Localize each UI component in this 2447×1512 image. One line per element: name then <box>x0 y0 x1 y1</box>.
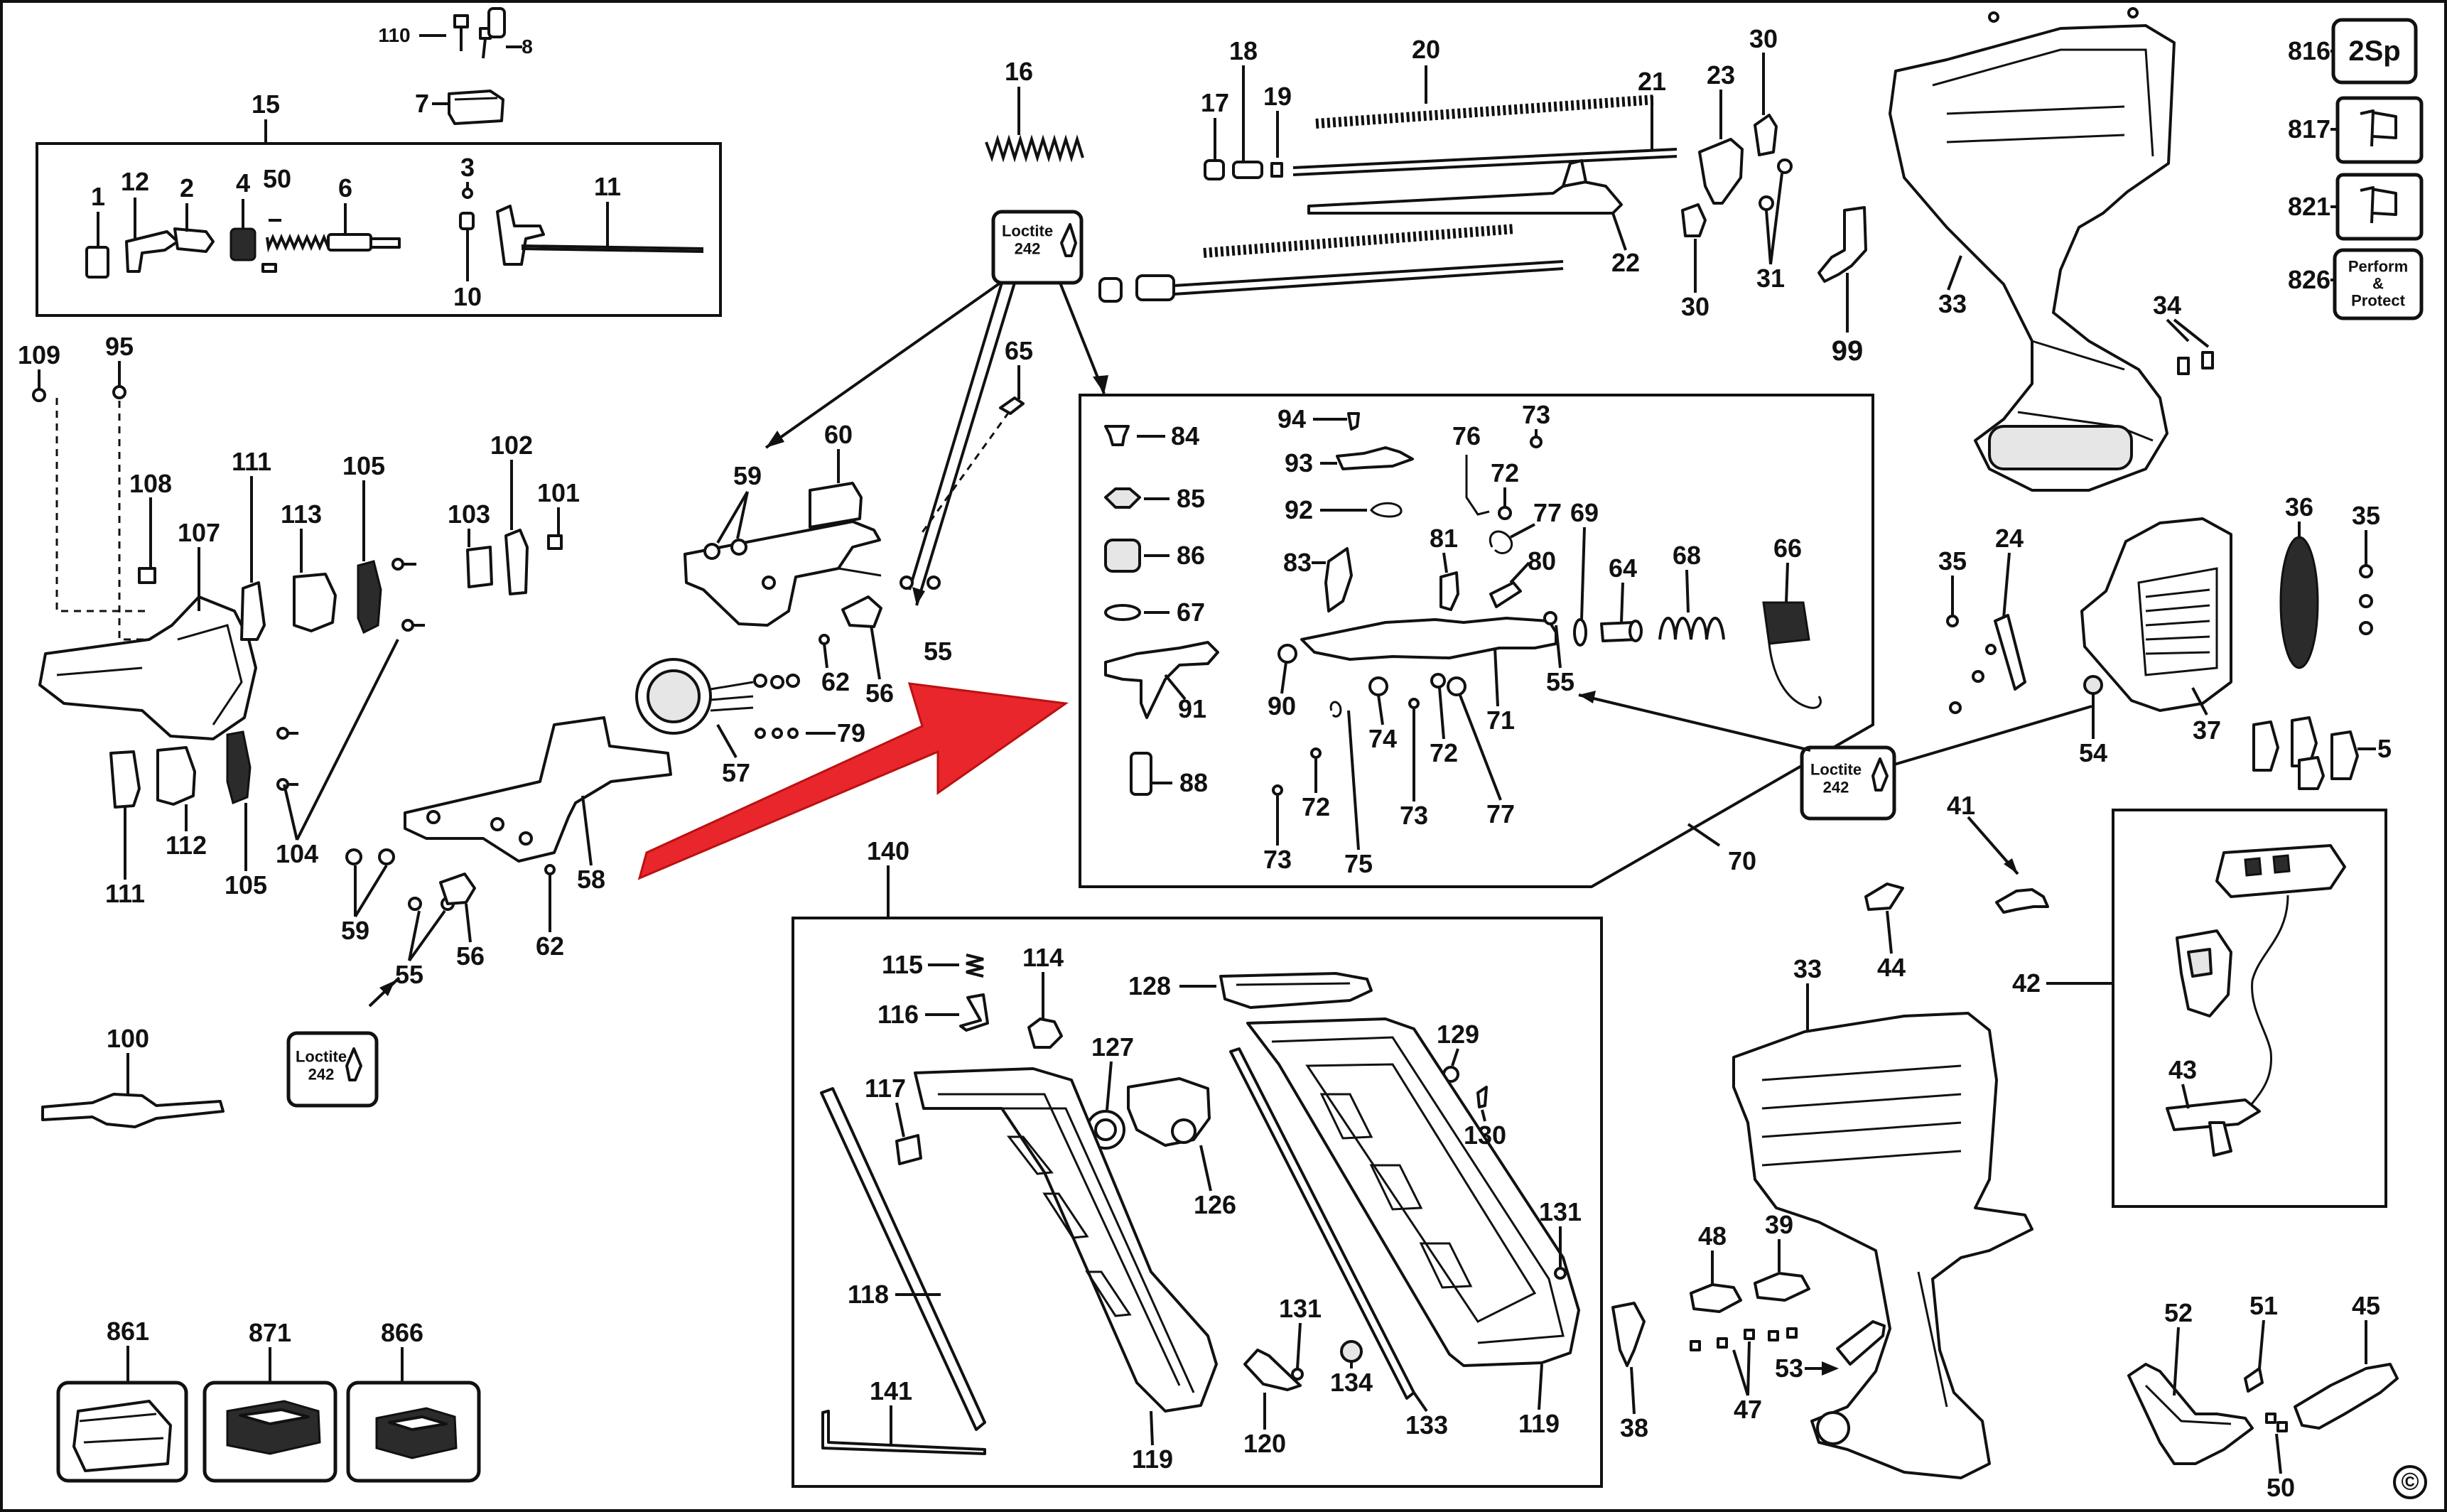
loctite-note-1: Loctite 242 <box>1002 222 1053 259</box>
kit-826-label: Perform & Protect <box>2348 257 2409 310</box>
loctite-note-1-code: 242 <box>1014 240 1041 258</box>
box-42-switch-assembly <box>2046 809 2387 1208</box>
screw-group-110-8 <box>419 7 522 59</box>
loctite-note-2: Loctite 242 <box>296 1048 347 1084</box>
parts-41-44 <box>1864 816 2049 954</box>
part-33-housing-bottom <box>1732 983 2033 1479</box>
loctite-note-3-code: 242 <box>1822 779 1849 796</box>
kit-826-line2: & <box>2372 274 2384 293</box>
plates-and-motor <box>345 365 1025 1008</box>
box-140-magazine <box>792 865 1603 1488</box>
loctite-box-3 <box>1578 691 2092 821</box>
box-70-assembly <box>1079 394 1874 888</box>
kit-816-label: 2Sp <box>2348 36 2401 67</box>
kit-icons-816-826 <box>2330 18 2424 320</box>
copyright-circle <box>2393 1465 2427 1499</box>
parts-45-50-51-52 <box>2127 1319 2399 1474</box>
left-assembly-107 <box>32 361 563 880</box>
kits-861-871-866 <box>56 1346 481 1483</box>
part-7-clip <box>432 90 504 125</box>
driver-parts-17-23 <box>1098 53 1867 333</box>
loctite-note-1-name: Loctite <box>1001 222 1054 240</box>
loctite-box-2 <box>286 1031 379 1108</box>
red-direction-arrow <box>637 682 1069 880</box>
copyright-symbol: © <box>2401 1468 2419 1496</box>
part-33-housing-top <box>1889 7 2214 492</box>
box-15-assembly <box>36 119 722 317</box>
part-16-spring <box>985 87 1084 163</box>
kit-826-line1: Perform <box>2348 257 2409 276</box>
parts-38-39-47-48-53 <box>1611 1239 1886 1415</box>
loctite-note-3: Loctite 242 <box>1810 761 1862 797</box>
right-middle-parts <box>1946 517 2376 790</box>
kit-826-line3: Protect <box>2351 292 2405 310</box>
part-100 <box>41 1053 225 1128</box>
loctite-note-2-code: 242 <box>308 1066 335 1084</box>
loctite-note-3-name: Loctite <box>1810 760 1862 779</box>
loctite-note-2-name: Loctite <box>295 1047 347 1066</box>
loctite-box-1 <box>765 210 1108 606</box>
